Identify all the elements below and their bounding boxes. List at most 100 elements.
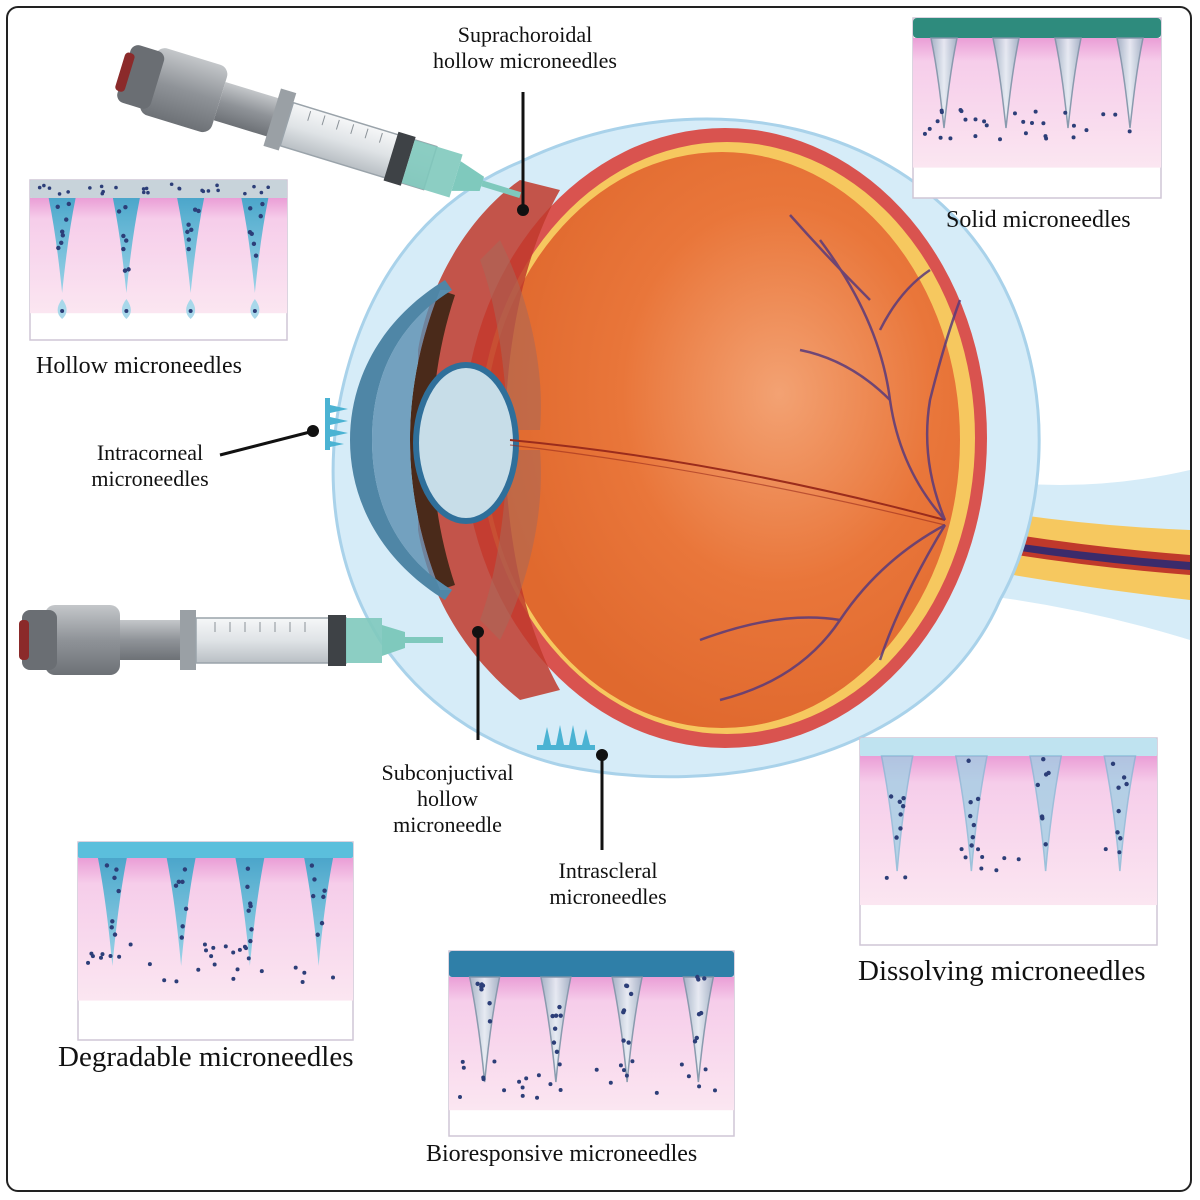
drug-particle (122, 268, 128, 273)
microneedle (992, 37, 1020, 129)
drug-particle (1041, 121, 1046, 126)
label-subconjunctival: Subconjuctival hollow microneedle (355, 760, 540, 838)
anterior-chamber (372, 290, 452, 590)
drug-particle (243, 191, 247, 196)
pointer-intracorneal (219, 430, 311, 457)
drug-particle (969, 843, 974, 848)
drug-particle (177, 186, 182, 191)
drug-particle (1101, 112, 1106, 117)
drug-particle (309, 863, 315, 868)
drug-particle (60, 309, 65, 313)
drug-particle (998, 137, 1003, 142)
bioresponsive-microneedle-panel (448, 950, 735, 1137)
drug-particle (246, 908, 251, 913)
drug-particle (608, 1080, 613, 1085)
dissolving-microneedle-panel (859, 737, 1158, 946)
drug-particle (979, 866, 984, 871)
drug-particle (124, 309, 129, 313)
drug-particle (698, 1010, 704, 1016)
drug-particle (963, 117, 968, 122)
drug-particle (302, 970, 307, 975)
label-suprachoroidal-line1: Suprachoroidal (457, 22, 593, 47)
drug-particle (249, 927, 254, 932)
drug-particle (147, 962, 152, 967)
pointer-lines (219, 92, 608, 850)
label-intracorneal-line2: microneedles (91, 465, 209, 491)
drug-particle (42, 183, 46, 188)
drug-particle (481, 1077, 486, 1082)
label-intrascleral-line1: Intrascleral (558, 858, 658, 883)
label-subconjunctival-line3: microneedle (393, 811, 502, 837)
drug-particle (189, 227, 194, 233)
drug-particle (935, 119, 940, 124)
iris (410, 290, 455, 590)
drug-particle (248, 206, 253, 211)
drug-particle (64, 217, 69, 222)
drug-particle (552, 1026, 558, 1031)
microneedle (611, 976, 644, 1083)
drug-particle (1110, 761, 1116, 767)
drug-particle (128, 942, 133, 947)
drug-particle (692, 1039, 698, 1044)
drug-particle (245, 884, 250, 890)
drug-particle (628, 991, 634, 997)
syringe-icon (19, 605, 443, 675)
figure-border (6, 6, 1192, 1192)
drug-particle (630, 1059, 635, 1064)
drug-particle (1071, 135, 1076, 140)
drug-particle (460, 1059, 465, 1064)
drug-particle (982, 119, 987, 124)
drug-particle (88, 186, 92, 190)
drug-particle (958, 108, 963, 113)
drug-particle (594, 1067, 599, 1072)
drug-particle (624, 983, 629, 988)
drug-particle (141, 190, 146, 195)
drug-particle (973, 117, 978, 122)
drug-particle (209, 954, 214, 959)
drug-particle (196, 967, 201, 972)
drug-particle (1084, 128, 1089, 133)
drug-particle (37, 185, 42, 190)
drug-particle (253, 253, 259, 258)
drug-particle (258, 213, 263, 219)
drug-particle (293, 965, 298, 970)
drug-particle (126, 267, 131, 272)
zonule-lower (480, 450, 541, 640)
drug-particle (968, 813, 973, 819)
drug-particle (1012, 111, 1017, 116)
drug-particle (517, 1079, 522, 1084)
drug-particle (312, 877, 317, 882)
drug-particle (1029, 121, 1034, 126)
drug-particle (1021, 119, 1026, 124)
label-subconjunctival-line2: hollow (416, 785, 479, 811)
drug-particle (898, 826, 903, 831)
drug-particle (216, 188, 220, 193)
drug-particle (176, 879, 182, 885)
drug-particle (1115, 830, 1120, 835)
retinal-vessels (699, 214, 962, 702)
drug-particle (60, 233, 66, 238)
syringe-icon (115, 45, 522, 198)
microneedle (166, 858, 196, 966)
label-intrascleral-line2: microneedles (549, 883, 667, 909)
microneedle (112, 198, 140, 293)
eye-cross-section-icon (331, 117, 1190, 779)
label-suprachoroidal-line2: hollow microneedles (433, 47, 617, 73)
drug-particle (114, 185, 118, 190)
drug-particle (686, 1074, 691, 1079)
intrascleral-patch-icon (537, 725, 595, 750)
microneedle (1054, 37, 1082, 129)
intracorneal-patch-icon (325, 398, 348, 450)
solid-microneedle-panel (912, 17, 1162, 199)
label-intracorneal: Intracorneal microneedles (70, 440, 230, 492)
drug-particle (968, 800, 973, 805)
drug-particle (183, 906, 189, 912)
label-subconjunctival-line1: Subconjuctival (381, 760, 514, 785)
drug-particle (1033, 109, 1038, 114)
drug-particle (618, 1063, 623, 1068)
drug-particle (266, 185, 270, 190)
drug-particle (186, 222, 191, 227)
drug-particle (712, 1088, 717, 1093)
drug-particle (959, 847, 964, 852)
